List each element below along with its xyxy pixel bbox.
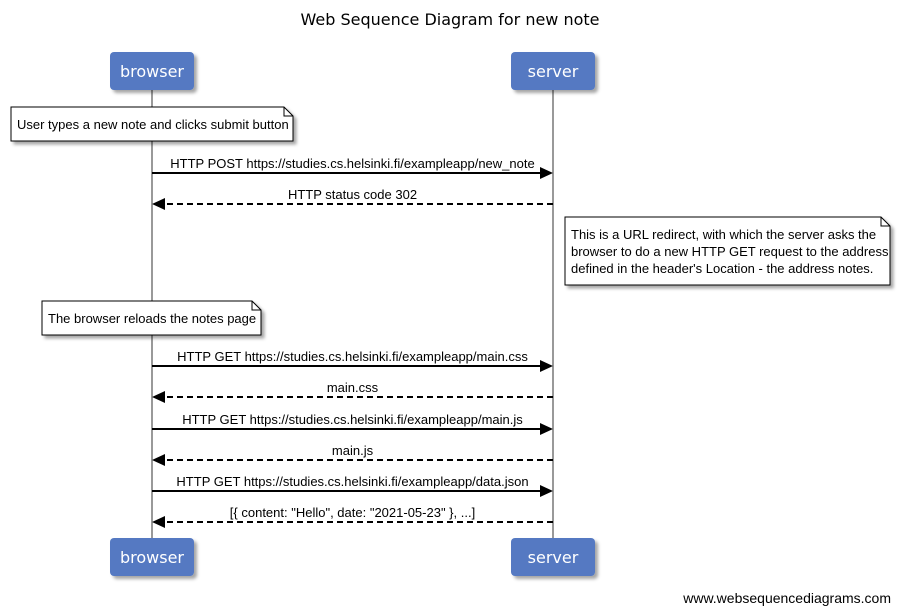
note-text: User types a new note and clicks submit … [17, 117, 289, 132]
note-fold [251, 301, 261, 311]
note-text: This is a URL redirect, with which the s… [571, 227, 876, 242]
participant-label: server [528, 548, 579, 567]
message-label: [{ content: "Hello", date: "2021-05-23" … [230, 505, 475, 520]
message-label: HTTP POST https://studies.cs.helsinki.fi… [170, 156, 534, 171]
participant-browser-bottom: browser [110, 538, 194, 576]
note-text: defined in the header's Location - the a… [571, 261, 873, 276]
participant-server-bottom: server [511, 538, 595, 576]
message-arrowhead [152, 454, 165, 466]
note: User types a new note and clicks submit … [10, 106, 294, 142]
diagram-title: Web Sequence Diagram for new note [300, 10, 600, 29]
note-text: browser to do a new HTTP GET request to … [571, 244, 889, 259]
message-label: HTTP GET https://studies.cs.helsinki.fi/… [182, 412, 523, 427]
participant-label: server [528, 62, 579, 81]
participant-box [110, 52, 194, 90]
message-label: HTTP status code 302 [288, 187, 417, 202]
participant-server-top: server [511, 52, 595, 90]
participant-box [511, 538, 595, 576]
message-arrowhead [540, 167, 553, 179]
note-box [10, 106, 294, 142]
note-box [41, 300, 262, 336]
note-fold [880, 217, 890, 227]
note: This is a URL redirect, with which the s… [564, 216, 891, 286]
note-fold [283, 107, 293, 117]
message-arrowhead [540, 423, 553, 435]
note: The browser reloads the notes page [41, 300, 262, 336]
message-arrowhead [152, 198, 165, 210]
message-label: HTTP GET https://studies.cs.helsinki.fi/… [177, 349, 528, 364]
message-arrowhead [152, 516, 165, 528]
message-arrowhead [152, 391, 165, 403]
message: HTTP GET https://studies.cs.helsinki.fi/… [152, 412, 553, 435]
message: HTTP GET https://studies.cs.helsinki.fi/… [152, 474, 553, 497]
message: main.css [152, 380, 553, 403]
message-arrowhead [540, 360, 553, 372]
note-box [564, 216, 891, 286]
message: HTTP POST https://studies.cs.helsinki.fi… [152, 156, 553, 179]
note-text: The browser reloads the notes page [48, 311, 256, 326]
message: HTTP GET https://studies.cs.helsinki.fi/… [152, 349, 553, 372]
participant-browser-top: browser [110, 52, 194, 90]
participant-label: browser [120, 548, 184, 567]
message: [{ content: "Hello", date: "2021-05-23" … [152, 505, 553, 528]
watermark: www.websequencediagrams.com [683, 590, 891, 606]
message: main.js [152, 443, 553, 466]
participant-box [511, 52, 595, 90]
participant-box [110, 538, 194, 576]
message-label: main.css [327, 380, 379, 395]
message-arrowhead [540, 485, 553, 497]
participant-label: browser [120, 62, 184, 81]
message-label: main.js [332, 443, 374, 458]
message: HTTP status code 302 [152, 187, 553, 210]
message-label: HTTP GET https://studies.cs.helsinki.fi/… [176, 474, 528, 489]
